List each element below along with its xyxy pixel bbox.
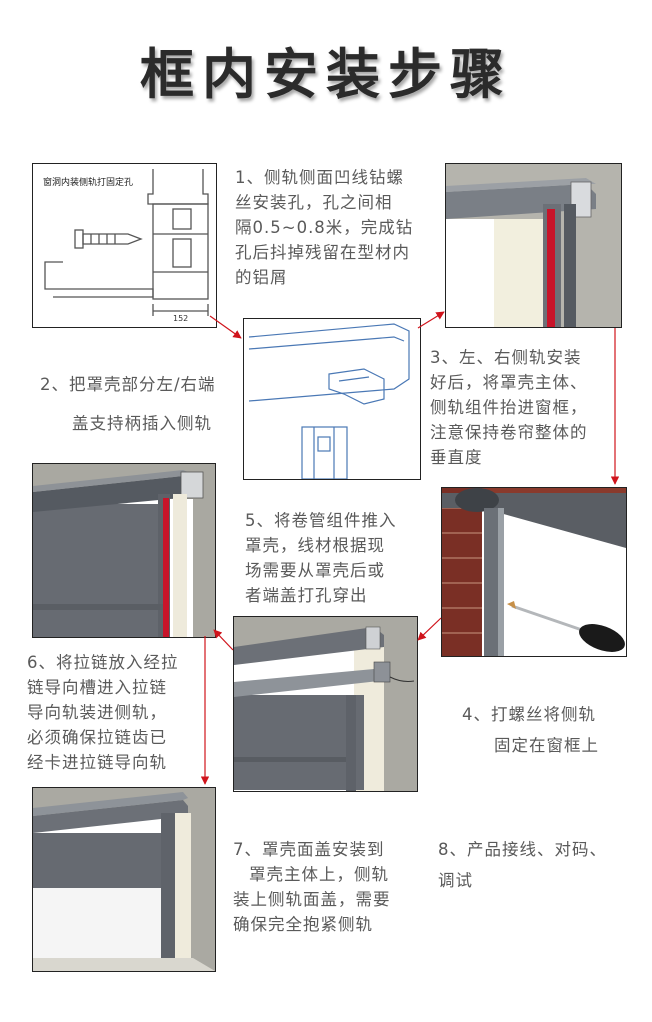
- diagram-caption: 窗洞内装侧轨打固定孔: [43, 176, 133, 188]
- step2-drawing: [243, 318, 421, 480]
- page-title: 框内安装步骤: [140, 43, 512, 106]
- step2-text: 2、把罩壳部分左/右端 盖支持柄插入侧轨: [40, 375, 216, 433]
- step6-image: [32, 463, 216, 638]
- step7-text: 7、罩壳面盖安装到 罩壳主体上，侧轨 装上侧轨面盖，需要 确保完全抱紧侧轨: [233, 840, 391, 934]
- step4-image: [441, 487, 627, 657]
- step8-text: 8、产品接线、对码、 调试: [438, 840, 607, 890]
- step5-image: [233, 616, 418, 792]
- arrow-4-to-5: [417, 617, 442, 641]
- step1-diagram: 窗洞内装侧轨打固定孔 152: [32, 163, 217, 328]
- step1-text: 1、侧轨侧面凹线钻螺丝安装孔，孔之间相隔0.5~0.8米，完成钻孔后抖掉残留在型…: [235, 168, 414, 287]
- step3-text: 3、左、右侧轨安装好后，将罩壳主体、侧轨组件抬进窗框，注意保持卷帘整体的垂直度: [430, 348, 588, 467]
- diagram-dimension: 152: [173, 314, 188, 323]
- step4-text: 4、打螺丝将侧轨 固定在窗框上: [462, 705, 599, 755]
- step3-image: [445, 163, 622, 328]
- step5-text: 5、将卷管组件推入罩壳，线材根据现场需要从罩壳后或者端盖打孔穿出: [245, 511, 397, 605]
- arrow-2-to-3: [417, 311, 445, 329]
- step7-image: [32, 787, 216, 972]
- arrow-5-to-6: [213, 629, 234, 651]
- step6-text: 6、将拉链放入经拉链导向槽进入拉链导向轨装进侧轨，必须确保拉链齿已经卡进拉链导向…: [27, 653, 179, 772]
